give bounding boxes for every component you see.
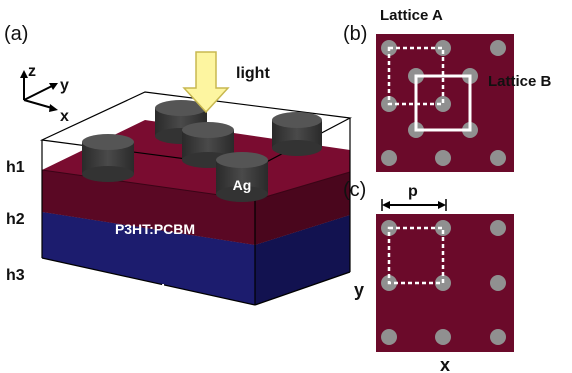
axis-z-label: z [28, 63, 36, 80]
h1-label: h1 [6, 159, 25, 176]
p3ht-pcbm-label: P3HT:PCBM [115, 221, 195, 237]
top-view-c [376, 214, 514, 352]
cylinder-ag: Ag [216, 152, 268, 202]
lattice-a-label: Lattice A [380, 7, 443, 24]
particle [435, 96, 451, 112]
al-label: Al [151, 281, 165, 297]
particle [490, 329, 506, 345]
light-label: light [236, 65, 270, 82]
particle [435, 329, 451, 345]
particle [435, 150, 451, 166]
top-y-axis-label: y [354, 280, 364, 300]
lattice-b-cell [414, 74, 472, 132]
axes-3d: z y x [20, 63, 69, 125]
top-view-b [376, 34, 514, 172]
light-arrow [182, 51, 230, 114]
particle [435, 220, 451, 236]
ag-cylinders: Ag [82, 100, 322, 202]
h3-label: h3 [6, 267, 25, 284]
axis-y-label: y [60, 77, 69, 94]
panel-label-a: (a) [4, 23, 28, 45]
particle [490, 40, 506, 56]
particle [490, 220, 506, 236]
period-label: p [408, 183, 418, 200]
cylinder [272, 112, 322, 156]
lattice-b-label: Lattice B [488, 73, 552, 90]
cylinder [82, 134, 134, 182]
unit-cell [387, 226, 445, 285]
period-arrow [381, 199, 447, 211]
top-x-axis-label: x [440, 355, 450, 373]
axis-x-label: x [60, 108, 69, 125]
ag-label: Ag [233, 177, 252, 193]
particle [435, 40, 451, 56]
panel-label-b: (b) [343, 23, 367, 45]
particle [381, 329, 397, 345]
particle [490, 275, 506, 291]
panel-label-c: (c) [343, 179, 366, 201]
h2-label: h2 [6, 211, 25, 228]
particle [490, 150, 506, 166]
particle [381, 150, 397, 166]
